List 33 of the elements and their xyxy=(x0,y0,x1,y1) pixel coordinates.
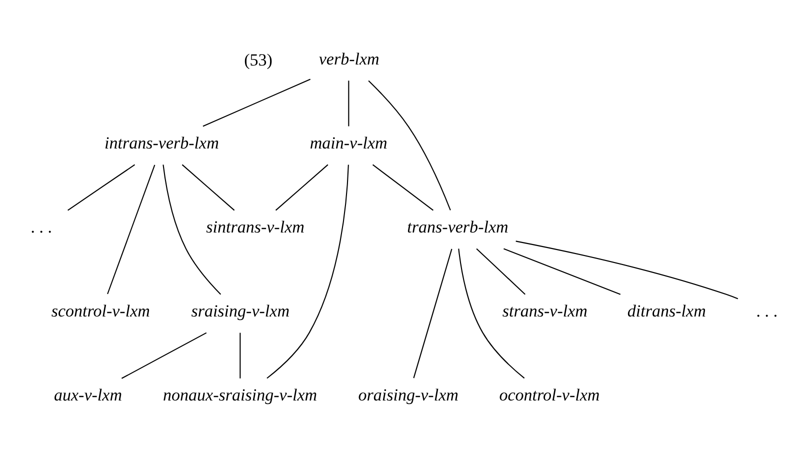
node-text: . . . xyxy=(756,302,778,321)
connector xyxy=(275,164,328,211)
connector xyxy=(368,80,451,210)
node-text: sintrans-v-lxm xyxy=(206,217,304,236)
connector xyxy=(413,248,452,378)
node-text: . . . xyxy=(31,217,52,236)
connector xyxy=(182,164,235,211)
label: (53) xyxy=(244,50,272,70)
node-text: sraising-v-lxm xyxy=(191,302,290,321)
connector xyxy=(266,164,349,379)
connector xyxy=(458,248,525,379)
connector xyxy=(372,164,434,211)
connector xyxy=(202,78,311,127)
connector xyxy=(348,80,350,126)
connector xyxy=(107,164,156,294)
connector xyxy=(121,332,207,379)
node-text: trans-verb-lxm xyxy=(407,217,508,236)
node-text: verb-lxm xyxy=(318,49,380,68)
node-text: oraising-v-lxm xyxy=(358,386,458,405)
connector xyxy=(240,332,241,378)
connector xyxy=(504,248,621,295)
node-text: main-v-lxm xyxy=(310,133,388,152)
node-text: ocontrol-v-lxm xyxy=(499,386,600,405)
connector xyxy=(476,248,526,295)
node-text: scontrol-v-lxm xyxy=(51,302,150,321)
connector xyxy=(162,164,222,295)
node-text: intrans-verb-lxm xyxy=(104,133,219,152)
node-text: nonaux-sraising-v-lxm xyxy=(163,386,318,405)
node-text: ditrans-lxm xyxy=(627,302,706,321)
node-text: strans-v-lxm xyxy=(502,302,588,321)
connector xyxy=(68,164,136,211)
connector xyxy=(516,240,738,300)
node-text: aux-v-lxm xyxy=(54,386,122,405)
